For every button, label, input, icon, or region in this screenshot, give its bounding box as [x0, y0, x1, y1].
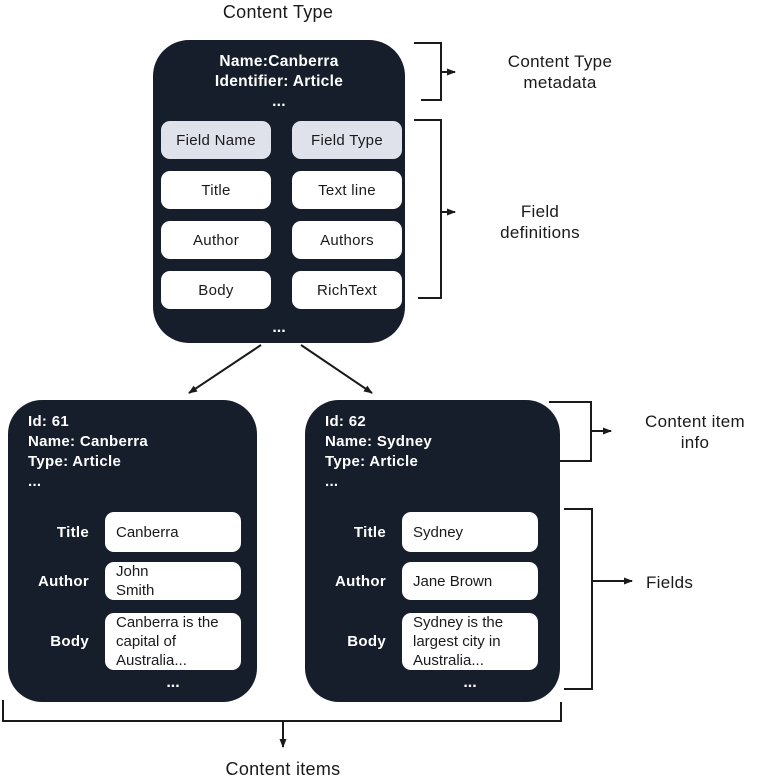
field-row-author: Author Jane Brown	[305, 562, 538, 600]
annotation-content-items: Content items	[225, 759, 341, 779]
field-type-cell: RichText	[292, 271, 402, 309]
field-name-cell: Body	[161, 271, 271, 309]
field-label: Title	[353, 523, 386, 541]
field-label: Body	[347, 633, 386, 650]
field-label: Author	[38, 572, 89, 590]
fields-bracket	[564, 508, 593, 690]
ellipsis: ...	[272, 319, 286, 336]
annotation-content-type-metadata: Content Type metadata	[507, 52, 613, 92]
diagram-title: Content Type	[222, 2, 334, 22]
item-type: Type: Article	[325, 453, 419, 470]
content-type-name: Name:Canberra	[219, 53, 339, 70]
field-name-cell: Title	[161, 171, 271, 209]
item-id: Id: 61	[28, 413, 69, 430]
item-name: Name: Sydney	[325, 433, 432, 450]
field-row-title: Title Sydney	[305, 512, 538, 552]
field-definition-grid: Field Name Field Type Title Text line Au…	[161, 121, 402, 309]
annotation-content-item-info: Content item info	[645, 412, 745, 452]
field-label: Author	[335, 572, 386, 590]
type-to-item2-arrow	[300, 344, 373, 394]
item-type: Type: Article	[28, 453, 122, 470]
content-type-metadata-header: Name:Canberra Identifier: Article ...	[153, 52, 405, 112]
field-value: Sydney is the largest city in Australia.…	[402, 613, 538, 670]
field-type-cell: Text line	[292, 171, 402, 209]
content-type-identifier: Identifier: Article	[214, 73, 344, 90]
ellipsis: ...	[463, 674, 477, 691]
field-row-author: Author John Smith	[8, 562, 241, 600]
column-header-field-type: Field Type	[292, 121, 402, 159]
field-value: Jane Brown	[402, 562, 538, 600]
item-name: Name: Canberra	[28, 433, 149, 450]
ellipsis: ...	[272, 93, 286, 110]
content-item-box-canberra: Id: 61 Name: Canberra Type: Article ... …	[8, 400, 257, 702]
ellipsis: ...	[28, 473, 42, 490]
content-items-bracket	[2, 700, 562, 722]
field-row-body: Body Sydney is the largest city in Austr…	[305, 613, 538, 670]
field-row-title: Title Canberra	[8, 512, 241, 552]
content-item-info-header: Id: 62 Name: Sydney Type: Article ...	[325, 412, 432, 492]
field-label: Title	[56, 523, 89, 541]
ellipsis: ...	[166, 674, 180, 691]
type-to-item1-arrow	[188, 344, 262, 394]
field-name-cell: Author	[161, 221, 271, 259]
field-value: Sydney	[402, 512, 538, 552]
field-value: Canberra	[105, 512, 241, 552]
field-label: Body	[50, 633, 89, 650]
item-id: Id: 62	[325, 413, 366, 430]
field-value: Canberra is the capital of Australia...	[105, 613, 241, 670]
content-item-info-header: Id: 61 Name: Canberra Type: Article ...	[28, 412, 148, 492]
metadata-bracket	[414, 42, 442, 101]
field-value: John Smith	[105, 562, 241, 600]
field-row-body: Body Canberra is the capital of Australi…	[8, 613, 241, 670]
content-type-box: Name:Canberra Identifier: Article ... Fi…	[153, 40, 405, 343]
field-type-cell: Authors	[292, 221, 402, 259]
annotation-field-definitions: Field definitions	[500, 202, 580, 242]
annotation-fields: Fields	[646, 573, 694, 592]
column-header-field-name: Field Name	[161, 121, 271, 159]
field-definitions-bracket	[414, 119, 442, 299]
content-item-box-sydney: Id: 62 Name: Sydney Type: Article ... Ti…	[305, 400, 560, 702]
ellipsis: ...	[325, 473, 339, 490]
